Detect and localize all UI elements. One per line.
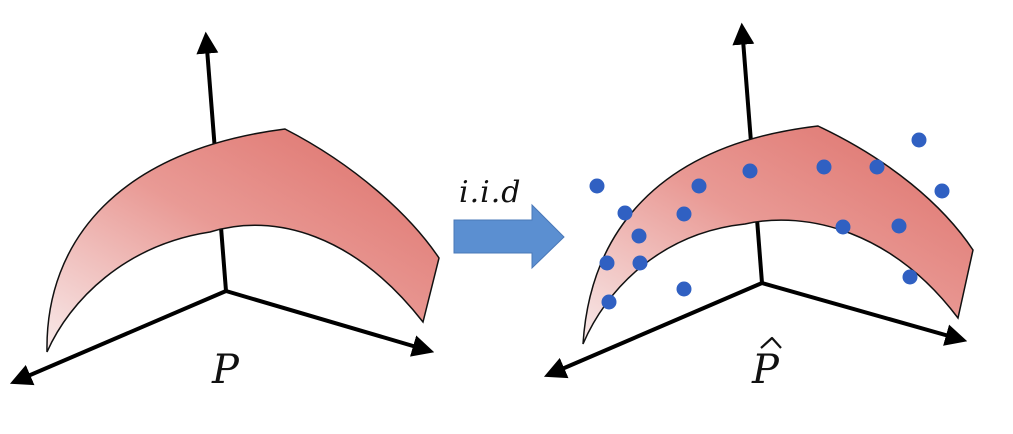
sample-point [601, 294, 617, 310]
sample-point [617, 205, 633, 221]
left-manifold-panel [9, 31, 440, 386]
sample-point [869, 159, 885, 175]
sample-point [816, 159, 832, 175]
distribution-label-p: P [212, 347, 239, 393]
hat-accent-icon [760, 336, 782, 349]
sample-point [902, 269, 918, 285]
iid-sampling-arrow [453, 203, 565, 270]
iid-label: i.i.d [459, 175, 522, 210]
sample-point [589, 178, 605, 194]
sample-point [631, 228, 647, 244]
left-axis-right [225, 289, 435, 357]
sample-point [676, 281, 692, 297]
right-axis-right [761, 281, 968, 346]
sample-point [742, 163, 758, 179]
right-axis-left [543, 281, 763, 379]
sample-point [599, 255, 615, 271]
sample-point [676, 206, 692, 222]
distribution-label-p-hat: P [752, 347, 779, 393]
right-manifold-surface [582, 125, 974, 345]
sample-point [691, 178, 707, 194]
left-manifold-surface [46, 128, 440, 353]
sample-points [589, 132, 950, 310]
left-axis-left [9, 289, 227, 386]
sample-point [632, 255, 648, 271]
right-manifold-panel [543, 22, 974, 379]
sample-point [835, 219, 851, 235]
sample-point [934, 183, 950, 199]
sample-point [891, 218, 907, 234]
sample-point [911, 132, 927, 148]
